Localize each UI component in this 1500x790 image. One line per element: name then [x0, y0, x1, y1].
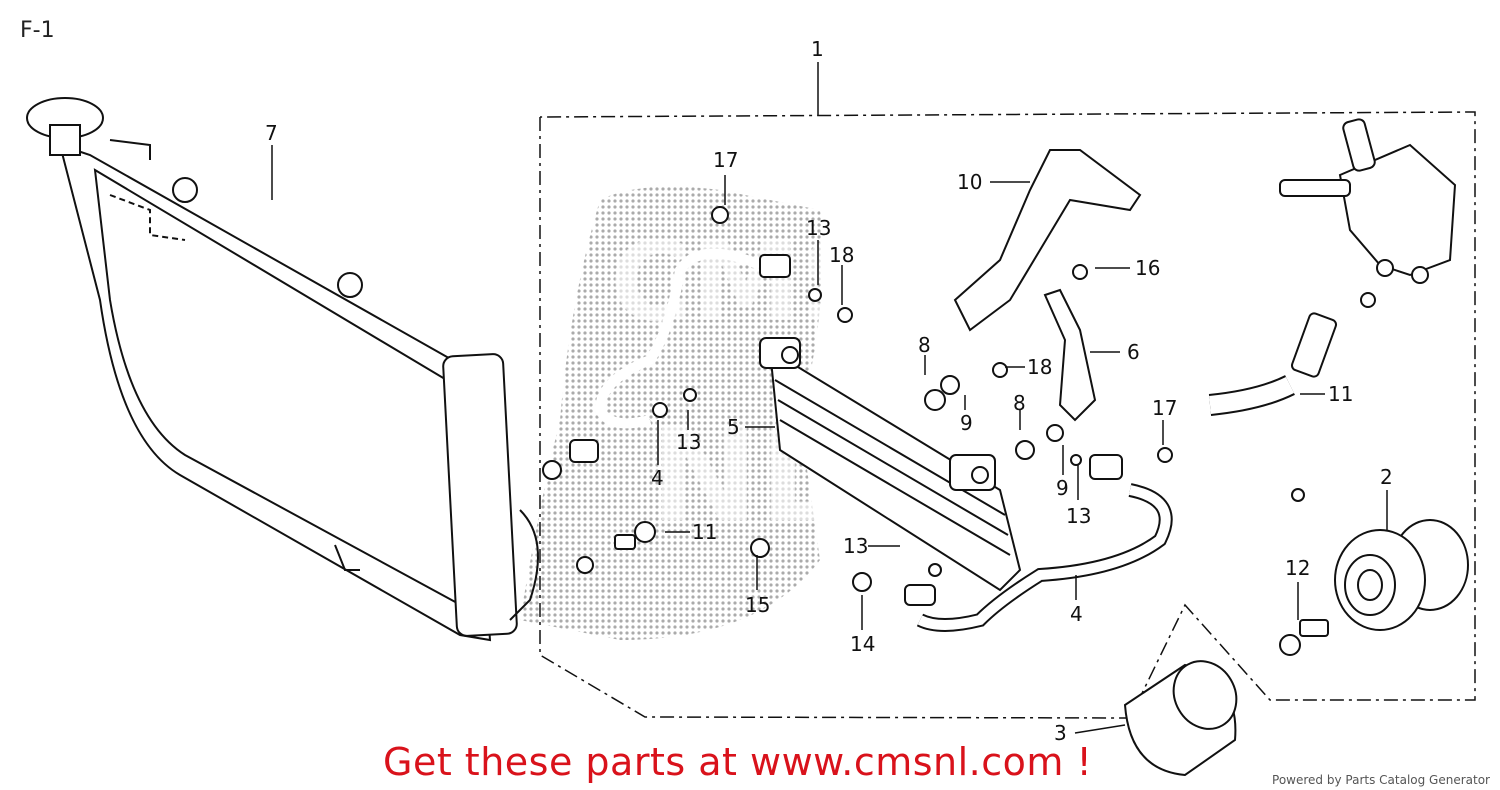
- radiator: [26, 97, 539, 642]
- hose-11-right: [1208, 292, 1376, 416]
- label-10: 10: [957, 170, 982, 194]
- label-4b: 4: [1070, 602, 1083, 626]
- label-12: 12: [1285, 556, 1310, 580]
- hose-lower: [916, 483, 1173, 632]
- label-14: 14: [850, 632, 875, 656]
- label-16: 16: [1135, 256, 1160, 280]
- label-9b: 9: [1056, 476, 1069, 500]
- oil-filter: [1123, 660, 1238, 777]
- label-9a: 9: [960, 411, 973, 435]
- filter-housing: [1334, 519, 1469, 631]
- stay-6: [1043, 288, 1097, 422]
- label-11b: 11: [692, 520, 717, 544]
- label-4a: 4: [651, 466, 664, 490]
- label-13d: 13: [843, 534, 868, 558]
- label-18b: 18: [1027, 355, 1052, 379]
- part-labels: 1 7 17 13 18 10 16 6 8 18 9 8 17 11 5 13…: [265, 37, 1393, 745]
- page-title: F-1: [20, 18, 55, 43]
- label-6: 6: [1127, 340, 1140, 364]
- label-7: 7: [265, 121, 278, 145]
- promo-link[interactable]: Get these parts at www.cmsnl.com !: [383, 740, 1093, 784]
- powered-by-footer: Powered by Parts Catalog Generator: [1272, 773, 1490, 787]
- label-15: 15: [745, 593, 770, 617]
- hose-upper: [594, 248, 762, 429]
- label-3: 3: [1054, 721, 1067, 745]
- label-11a: 11: [1328, 382, 1353, 406]
- leader-lines: [271, 145, 1388, 734]
- label-8b: 8: [1013, 391, 1026, 415]
- label-13b: 13: [676, 430, 701, 454]
- label-2: 2: [1380, 465, 1393, 489]
- hardware: [542, 206, 1329, 656]
- label-13a: 13: [806, 216, 831, 240]
- label-17a: 17: [713, 148, 738, 172]
- bracket-10: [953, 149, 1142, 332]
- label-5: 5: [727, 415, 740, 439]
- watermark-line-1: CMS: [610, 218, 879, 346]
- water-pump: [1279, 118, 1457, 284]
- assembly-boundary: [539, 62, 1476, 719]
- oil-cooler: [759, 337, 1022, 592]
- label-17b: 17: [1152, 396, 1177, 420]
- label-1: 1: [811, 37, 824, 61]
- label-13c: 13: [1066, 504, 1091, 528]
- label-8a: 8: [918, 333, 931, 357]
- label-18a: 18: [829, 243, 854, 267]
